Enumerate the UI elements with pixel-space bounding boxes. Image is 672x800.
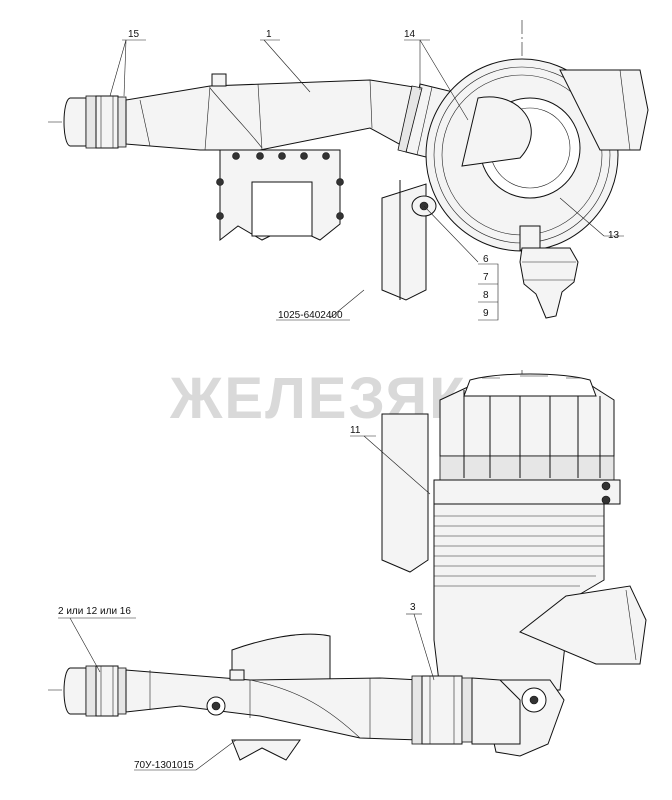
callout-7: 7 (483, 272, 489, 283)
callout-9: 9 (483, 308, 489, 319)
side-intake-pipe (125, 669, 421, 741)
callout-6: 6 (483, 254, 489, 265)
bracket-part-label: 1025-6402400 (278, 310, 343, 321)
callout-8: 8 (483, 290, 489, 301)
bottom-part-label: 70У-1301015 (134, 760, 194, 771)
top-view: 15 1 14 13 6 7 8 9 1025-6402400 (48, 20, 649, 321)
side-frame-member (231, 413, 429, 761)
side-hose-end (63, 665, 127, 717)
top-bracket (381, 180, 437, 301)
top-hose-end (63, 95, 127, 149)
callout-1: 1 (266, 29, 272, 40)
callout-14: 14 (404, 29, 416, 40)
top-outlet-spout (519, 247, 579, 319)
top-mounting-plate (216, 149, 344, 242)
side-coupling (411, 675, 521, 745)
housing-ribs (463, 386, 601, 478)
top-air-cleaner (425, 58, 649, 252)
side-view: 11 2 или 12 или 16 3 70У-1301015 (48, 370, 647, 771)
hose-part-label: 2 или 12 или 16 (58, 606, 131, 617)
filter-fins (434, 515, 604, 587)
callout-15: 15 (128, 29, 140, 40)
side-air-cleaner (433, 373, 647, 691)
callout-3: 3 (410, 602, 416, 613)
top-leader-lines (109, 39, 624, 321)
side-leader-lines (58, 435, 435, 771)
callout-13: 13 (608, 230, 620, 241)
callout-11: 11 (350, 425, 361, 436)
top-intake-pipe (125, 73, 421, 151)
